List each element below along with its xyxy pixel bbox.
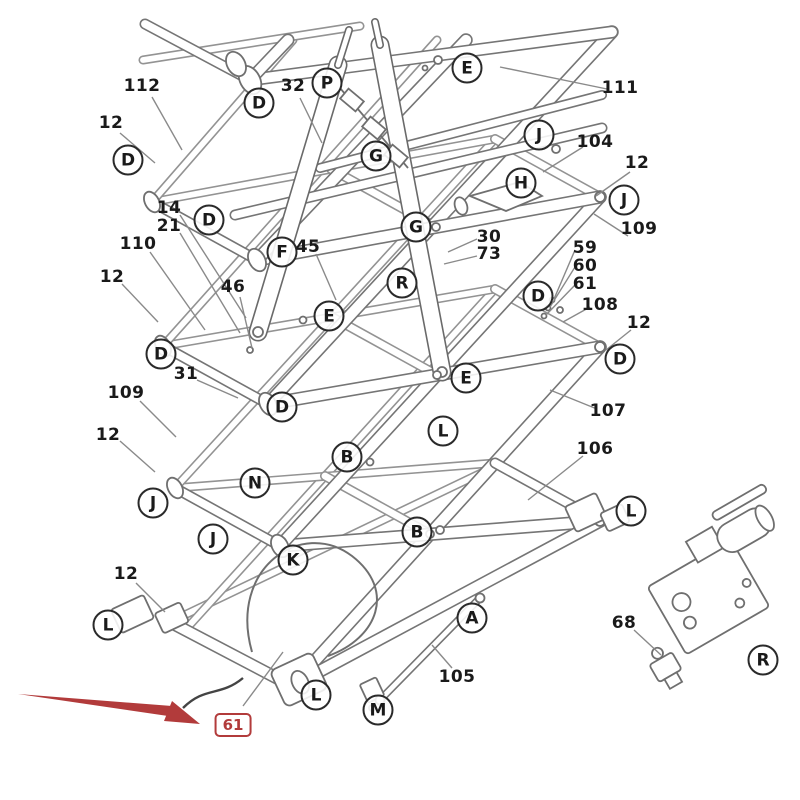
callout-e-16: E bbox=[450, 362, 482, 394]
part-number-21-7: 21 bbox=[156, 216, 182, 236]
callout-r-11: R bbox=[386, 267, 418, 299]
part-number-105-26: 105 bbox=[438, 667, 476, 687]
callout-l-22: L bbox=[615, 495, 647, 527]
base-left-blocks bbox=[110, 594, 189, 634]
callout-l-26: L bbox=[92, 609, 124, 641]
callout-g-6: G bbox=[360, 140, 392, 172]
callout-l-28: L bbox=[300, 679, 332, 711]
callout-k-24: K bbox=[277, 544, 309, 576]
callout-j-3: J bbox=[523, 119, 555, 151]
callout-d-0: D bbox=[243, 87, 275, 119]
part-number-45-10: 45 bbox=[295, 237, 321, 257]
part-number-14-6: 14 bbox=[156, 198, 182, 218]
callout-f-10: F bbox=[266, 236, 298, 268]
callout-j-21: J bbox=[137, 487, 169, 519]
part-number-30-11: 30 bbox=[476, 227, 502, 247]
part-number-109-21: 109 bbox=[107, 383, 145, 403]
callout-d-8: D bbox=[193, 204, 225, 236]
callout-d-7: D bbox=[112, 144, 144, 176]
part-number-104-4: 104 bbox=[576, 132, 614, 152]
callout-e-2: E bbox=[451, 52, 483, 84]
hose-loop bbox=[246, 542, 378, 657]
part-number-108-18: 108 bbox=[581, 295, 619, 315]
hydraulic-power-unit bbox=[647, 483, 775, 655]
callout-j-23: J bbox=[197, 523, 229, 555]
callout-h-4: H bbox=[505, 167, 537, 199]
callout-l-18: L bbox=[427, 415, 459, 447]
callout-b-25: B bbox=[401, 516, 433, 548]
part-number-112-0: 112 bbox=[123, 76, 161, 96]
part-number-111-3: 111 bbox=[601, 78, 639, 98]
callout-d-17: D bbox=[266, 391, 298, 423]
part-number-12-23: 12 bbox=[95, 425, 121, 445]
part-number-12-16: 12 bbox=[99, 267, 125, 287]
part-number-106-24: 106 bbox=[576, 439, 614, 459]
part-number-12-5: 12 bbox=[624, 153, 650, 173]
part-number-68-27: 68 bbox=[611, 613, 637, 633]
fitting-68 bbox=[649, 646, 684, 691]
highlighted-part-61: 61 bbox=[214, 713, 252, 737]
part-number-46-17: 46 bbox=[220, 277, 246, 297]
part-number-61-15: 61 bbox=[572, 274, 598, 294]
part-number-60-14: 60 bbox=[572, 256, 598, 276]
cable-61 bbox=[182, 677, 244, 709]
callout-p-1: P bbox=[311, 67, 343, 99]
callout-m-29: M bbox=[362, 694, 394, 726]
callout-d-13: D bbox=[522, 280, 554, 312]
callout-d-15: D bbox=[604, 343, 636, 375]
callout-j-5: J bbox=[608, 184, 640, 216]
callout-d-14: D bbox=[145, 338, 177, 370]
callout-r-30: R bbox=[747, 644, 779, 676]
part-number-107-22: 107 bbox=[589, 401, 627, 421]
callout-e-12: E bbox=[313, 300, 345, 332]
callout-b-19: B bbox=[331, 441, 363, 473]
callout-a-27: A bbox=[456, 602, 488, 634]
part-number-73-12: 73 bbox=[476, 244, 502, 264]
part-number-59-13: 59 bbox=[572, 238, 598, 258]
part-number-12-19: 12 bbox=[626, 313, 652, 333]
callout-n-20: N bbox=[239, 467, 271, 499]
red-arrow bbox=[18, 694, 200, 724]
leader-lines bbox=[119, 66, 662, 707]
part-number-12-25: 12 bbox=[113, 564, 139, 584]
callout-g-9: G bbox=[400, 211, 432, 243]
part-number-31-20: 31 bbox=[173, 364, 199, 384]
part-number-110-9: 110 bbox=[119, 234, 157, 254]
part-number-109-8: 109 bbox=[620, 219, 658, 239]
part-number-32-2: 32 bbox=[280, 76, 306, 96]
part-number-12-1: 12 bbox=[98, 113, 124, 133]
